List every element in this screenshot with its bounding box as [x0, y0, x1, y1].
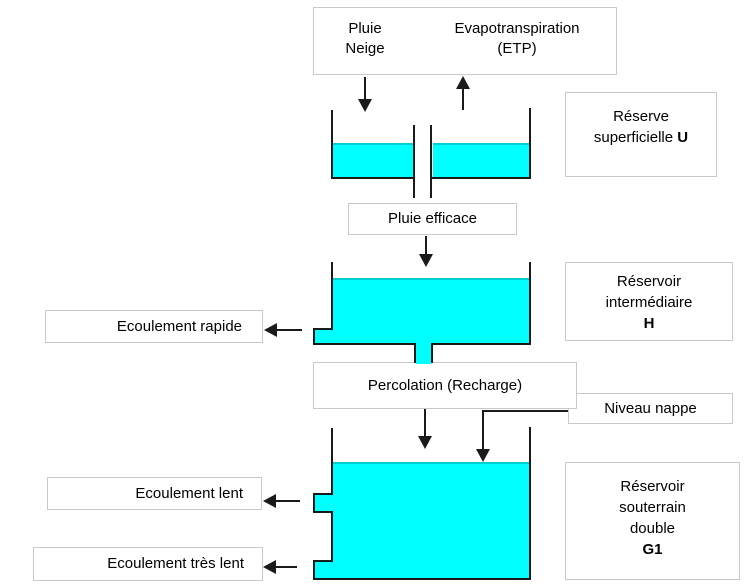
reservoir-g1-bottom — [313, 578, 531, 580]
reservoir-g1-lower-outlet-water — [315, 562, 333, 578]
ecoulement-lent-label: Ecoulement lent — [135, 485, 243, 502]
reserve-superficielle-label-box: Réserve superficielle U — [565, 92, 717, 177]
reservoir-g1-upper-outlet-left — [313, 493, 315, 513]
reservoir-u-bottom-right — [431, 177, 531, 179]
reservoir-u-slot-left-wall — [413, 125, 415, 198]
reservoir-souterrain-line1: Réservoir — [620, 478, 685, 495]
reservoir-intermediaire-symbol-text: H — [643, 315, 655, 332]
ecoulement-tres-lent-arrow-shaft — [276, 566, 297, 568]
reservoir-g1-upper-outlet-water — [315, 495, 333, 511]
percolation-label: Percolation (Recharge) — [367, 377, 523, 394]
ecoulement-lent-left-arrow-icon — [263, 494, 276, 508]
reservoir-h-spout-left-wall — [414, 343, 416, 363]
reserve-superficielle-line2: superficielle U — [566, 127, 716, 148]
pluie-down-arrow-icon — [358, 99, 372, 112]
reservoir-h-outlet-left — [313, 328, 315, 345]
etp-label-line2: (ETP) — [497, 40, 537, 57]
reservoir-g1-upper-outlet-bottom — [313, 511, 333, 513]
ecoulement-lent-arrow-shaft — [276, 500, 300, 502]
reservoir-h-outlet-water — [315, 330, 333, 343]
reservoir-u-water-right — [433, 143, 529, 177]
reservoir-souterrain-line2: souterrain — [619, 499, 686, 516]
reservoir-souterrain-label-box: Réservoir souterrain double G1 — [565, 462, 740, 580]
ecoulement-tres-lent-label: Ecoulement très lent — [107, 555, 244, 572]
ecoulement-rapide-label: Ecoulement rapide — [116, 318, 242, 335]
reservoir-intermediaire-symbol: H — [566, 313, 732, 334]
pluie-neige-label: Pluie Neige — [314, 19, 416, 59]
percolation-label-box: Percolation (Recharge) — [313, 362, 577, 409]
reserve-superficielle-symbol: U — [677, 129, 689, 146]
reservoir-h-right-wall — [529, 262, 531, 345]
ecoulement-tres-lent-label-box: Ecoulement très lent — [33, 547, 263, 581]
reservoir-intermediaire-line2: intermédiaire — [605, 294, 693, 311]
reservoir-u-bottom-left — [331, 177, 414, 179]
etp-up-arrow-icon — [456, 76, 470, 89]
etp-arrow-shaft — [462, 89, 464, 110]
etp-label-line1: Evapotranspiration — [454, 20, 580, 37]
reservoir-g1-left-wall-upper — [331, 428, 333, 494]
niveau-nappe-connector-vertical — [482, 410, 484, 450]
reservoir-u-right-wall — [529, 108, 531, 179]
inputs-label-box: Pluie Neige Evapotranspiration (ETP) — [313, 7, 617, 75]
pluie-efficace-down-arrow-icon — [419, 254, 433, 267]
reservoir-g1-upper-outlet-top — [313, 493, 333, 495]
ecoulement-rapide-left-arrow-icon — [264, 323, 277, 337]
reservoir-h-bottom-right — [431, 343, 531, 345]
percolation-down-arrow-icon — [418, 436, 432, 449]
pluie-efficace-label: Pluie efficace — [388, 210, 477, 227]
reservoir-h-outlet-top — [313, 328, 333, 330]
reserve-superficielle-line1: Réserve — [613, 108, 669, 125]
reservoir-u-left-wall — [331, 110, 333, 179]
reservoir-g1-right-wall — [529, 427, 531, 580]
reservoir-g1-lower-outlet-left — [313, 560, 315, 578]
niveau-nappe-label: Niveau nappe — [604, 400, 697, 417]
reservoir-u-water-left — [333, 143, 413, 177]
niveau-nappe-down-arrow-icon — [476, 449, 490, 462]
reservoir-h-spout-water — [416, 341, 431, 364]
reservoir-g1-water — [333, 462, 529, 578]
reservoir-intermediaire-label-box: Réservoir intermédiaire H — [565, 262, 733, 341]
ecoulement-tres-lent-left-arrow-icon — [263, 560, 276, 574]
niveau-nappe-label-box: Niveau nappe — [568, 393, 733, 424]
reservoir-souterrain-line3: double — [629, 520, 676, 537]
reservoir-g1-lower-outlet-top — [313, 560, 333, 562]
pluie-label-line1: Pluie — [348, 20, 382, 37]
ecoulement-lent-label-box: Ecoulement lent — [47, 477, 262, 510]
reservoir-h-spout-right-wall — [431, 343, 433, 363]
pluie-label-line2: Neige — [345, 40, 385, 57]
reservoir-souterrain-symbol: G1 — [566, 539, 739, 560]
reservoir-g1-left-wall-middle — [331, 511, 333, 562]
ecoulement-rapide-arrow-shaft — [277, 329, 302, 331]
pluie-efficace-label-box: Pluie efficace — [348, 203, 517, 235]
percolation-arrow-shaft — [424, 409, 426, 436]
reservoir-souterrain-symbol-text: G1 — [642, 541, 663, 558]
reservoir-intermediaire-line1: Réservoir — [616, 273, 682, 290]
niveau-nappe-connector-horizontal — [483, 410, 568, 412]
reservoir-h-left-wall — [331, 262, 333, 330]
pluie-arrow-shaft — [364, 77, 366, 100]
evapotranspiration-label: Evapotranspiration (ETP) — [416, 19, 618, 59]
reservoir-h-water — [333, 278, 529, 343]
ecoulement-rapide-label-box: Ecoulement rapide — [45, 310, 263, 343]
pluie-efficace-arrow-shaft — [425, 236, 427, 254]
reservoir-h-bottom-left — [313, 343, 415, 345]
reservoir-u-slot-right-wall — [430, 125, 432, 198]
reserve-superficielle-text: superficielle — [593, 129, 674, 146]
